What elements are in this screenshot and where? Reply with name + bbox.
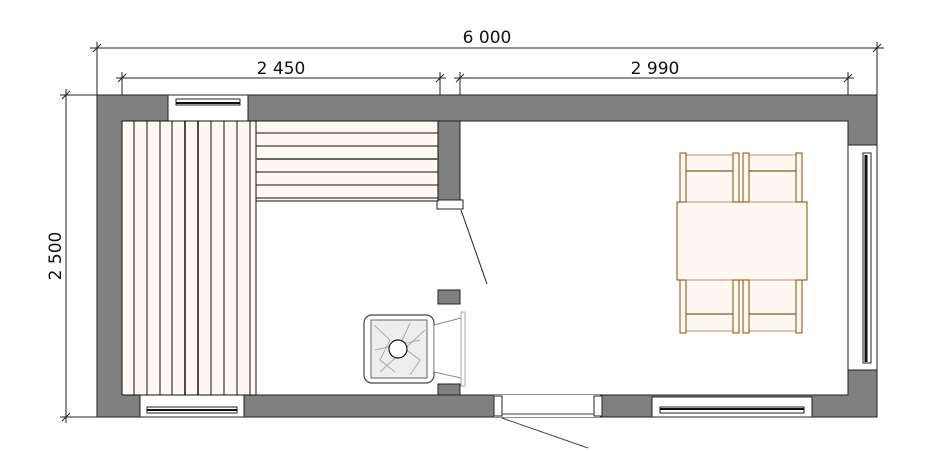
entrance-door[interactable] <box>493 395 603 449</box>
window-bottom-right <box>651 396 813 418</box>
partition-wall-lower <box>437 289 461 305</box>
chair-bottom-left <box>679 279 740 334</box>
chair-bottom-right <box>742 279 803 334</box>
window-right <box>847 144 878 371</box>
dimension-sauna-label: 2 450 <box>257 59 306 79</box>
partition-wall-stub <box>437 383 461 396</box>
sauna-stove <box>363 311 466 387</box>
dining-table <box>676 201 808 281</box>
dimension-width <box>60 89 97 423</box>
sauna-bench-lower <box>121 120 257 396</box>
chair-top-left <box>679 152 740 203</box>
sauna-bench-upper <box>255 120 439 202</box>
dimension-total <box>90 42 884 95</box>
chair-top-right <box>742 152 803 203</box>
dimension-room-label: 2 990 <box>631 59 680 79</box>
sauna-door[interactable] <box>436 199 488 285</box>
partition-wall-upper <box>437 120 461 202</box>
window-top <box>167 94 249 122</box>
dimension-width-label: 2 500 <box>46 232 66 281</box>
dimension-total-label: 6 000 <box>463 28 512 48</box>
window-bottom-left <box>139 394 245 418</box>
